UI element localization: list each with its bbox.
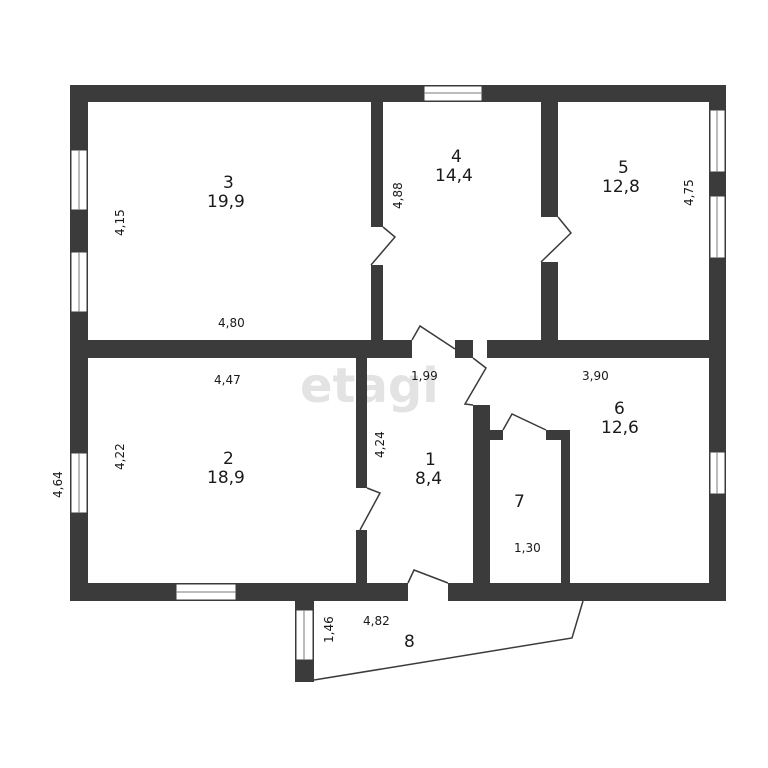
room-8-number: 8 [404,632,415,652]
wall-room7-top-right [546,430,570,440]
dim-room5-height: 4,75 [682,179,696,206]
wall-room1-room6 [473,405,490,601]
outer-wall-top [70,85,726,102]
wall-room7-right [561,430,570,601]
dim-room2-width: 4,47 [214,373,241,387]
door-room6 [463,357,487,406]
door-room2 [359,487,382,531]
middle-wall-left [70,340,412,358]
room-1-number: 1 [425,450,436,470]
dim-room4-height: 4,88 [391,182,405,209]
dim-room1-width: 1,99 [411,369,438,383]
dim-room3-width: 4,80 [218,316,245,330]
outer-wall-bottom-right [448,583,726,601]
wall-room2-room1-lower [356,530,367,601]
window-right-room6 [709,451,726,495]
room-4-number: 4 [451,147,462,167]
dim-room2-height: 4,22 [113,443,127,470]
dim-room1-height: 4,24 [373,431,387,458]
wall-room4-room5-upper [541,85,558,217]
window-left-room3-lower [70,251,88,313]
room-3-area: 19,9 [207,192,245,212]
room-6-number: 6 [614,399,625,419]
window-left-room2 [70,452,88,514]
door-room1-top [411,324,456,350]
room-1-area: 8,4 [415,469,442,489]
window-annex [295,609,314,661]
wall-room7-top-left [473,430,503,440]
dim-room6-width: 3,90 [582,369,609,383]
door-room7 [502,413,547,431]
door-room5 [540,216,573,263]
room-2-area: 18,9 [207,468,245,488]
window-left-room3-upper [70,149,88,211]
room-6-area: 12,6 [601,418,639,438]
wall-room3-room4-upper [371,85,383,227]
outer-wall-bottom-left [70,583,408,601]
dim-room8-width: 4,82 [363,614,390,628]
window-right-room5-lower [709,195,726,259]
room-5-number: 5 [618,158,629,178]
room-2-number: 2 [223,449,234,469]
dim-house-left-height: 4,64 [51,471,65,498]
dim-room3-height: 4,15 [113,209,127,236]
watermark: etagi [300,358,439,414]
door-entrance [407,569,449,584]
dim-room8-height: 1,46 [322,616,336,643]
window-bottom-room2 [175,583,237,601]
room-7-number: 7 [514,492,525,512]
window-top-room4 [423,85,483,102]
middle-wall-right [487,340,726,358]
wall-room4-room5-lower [541,262,558,358]
door-room3 [370,226,397,266]
wall-room2-room1-upper [356,340,367,488]
dim-room7-width: 1,30 [514,541,541,555]
window-right-room5-upper [709,109,726,173]
annex-outline [313,600,584,681]
wall-room3-room4-lower [371,265,383,358]
room-5-area: 12,8 [602,177,640,197]
room-3-number: 3 [223,173,234,193]
room-4-area: 14,4 [435,166,473,186]
middle-wall-center [455,340,473,358]
